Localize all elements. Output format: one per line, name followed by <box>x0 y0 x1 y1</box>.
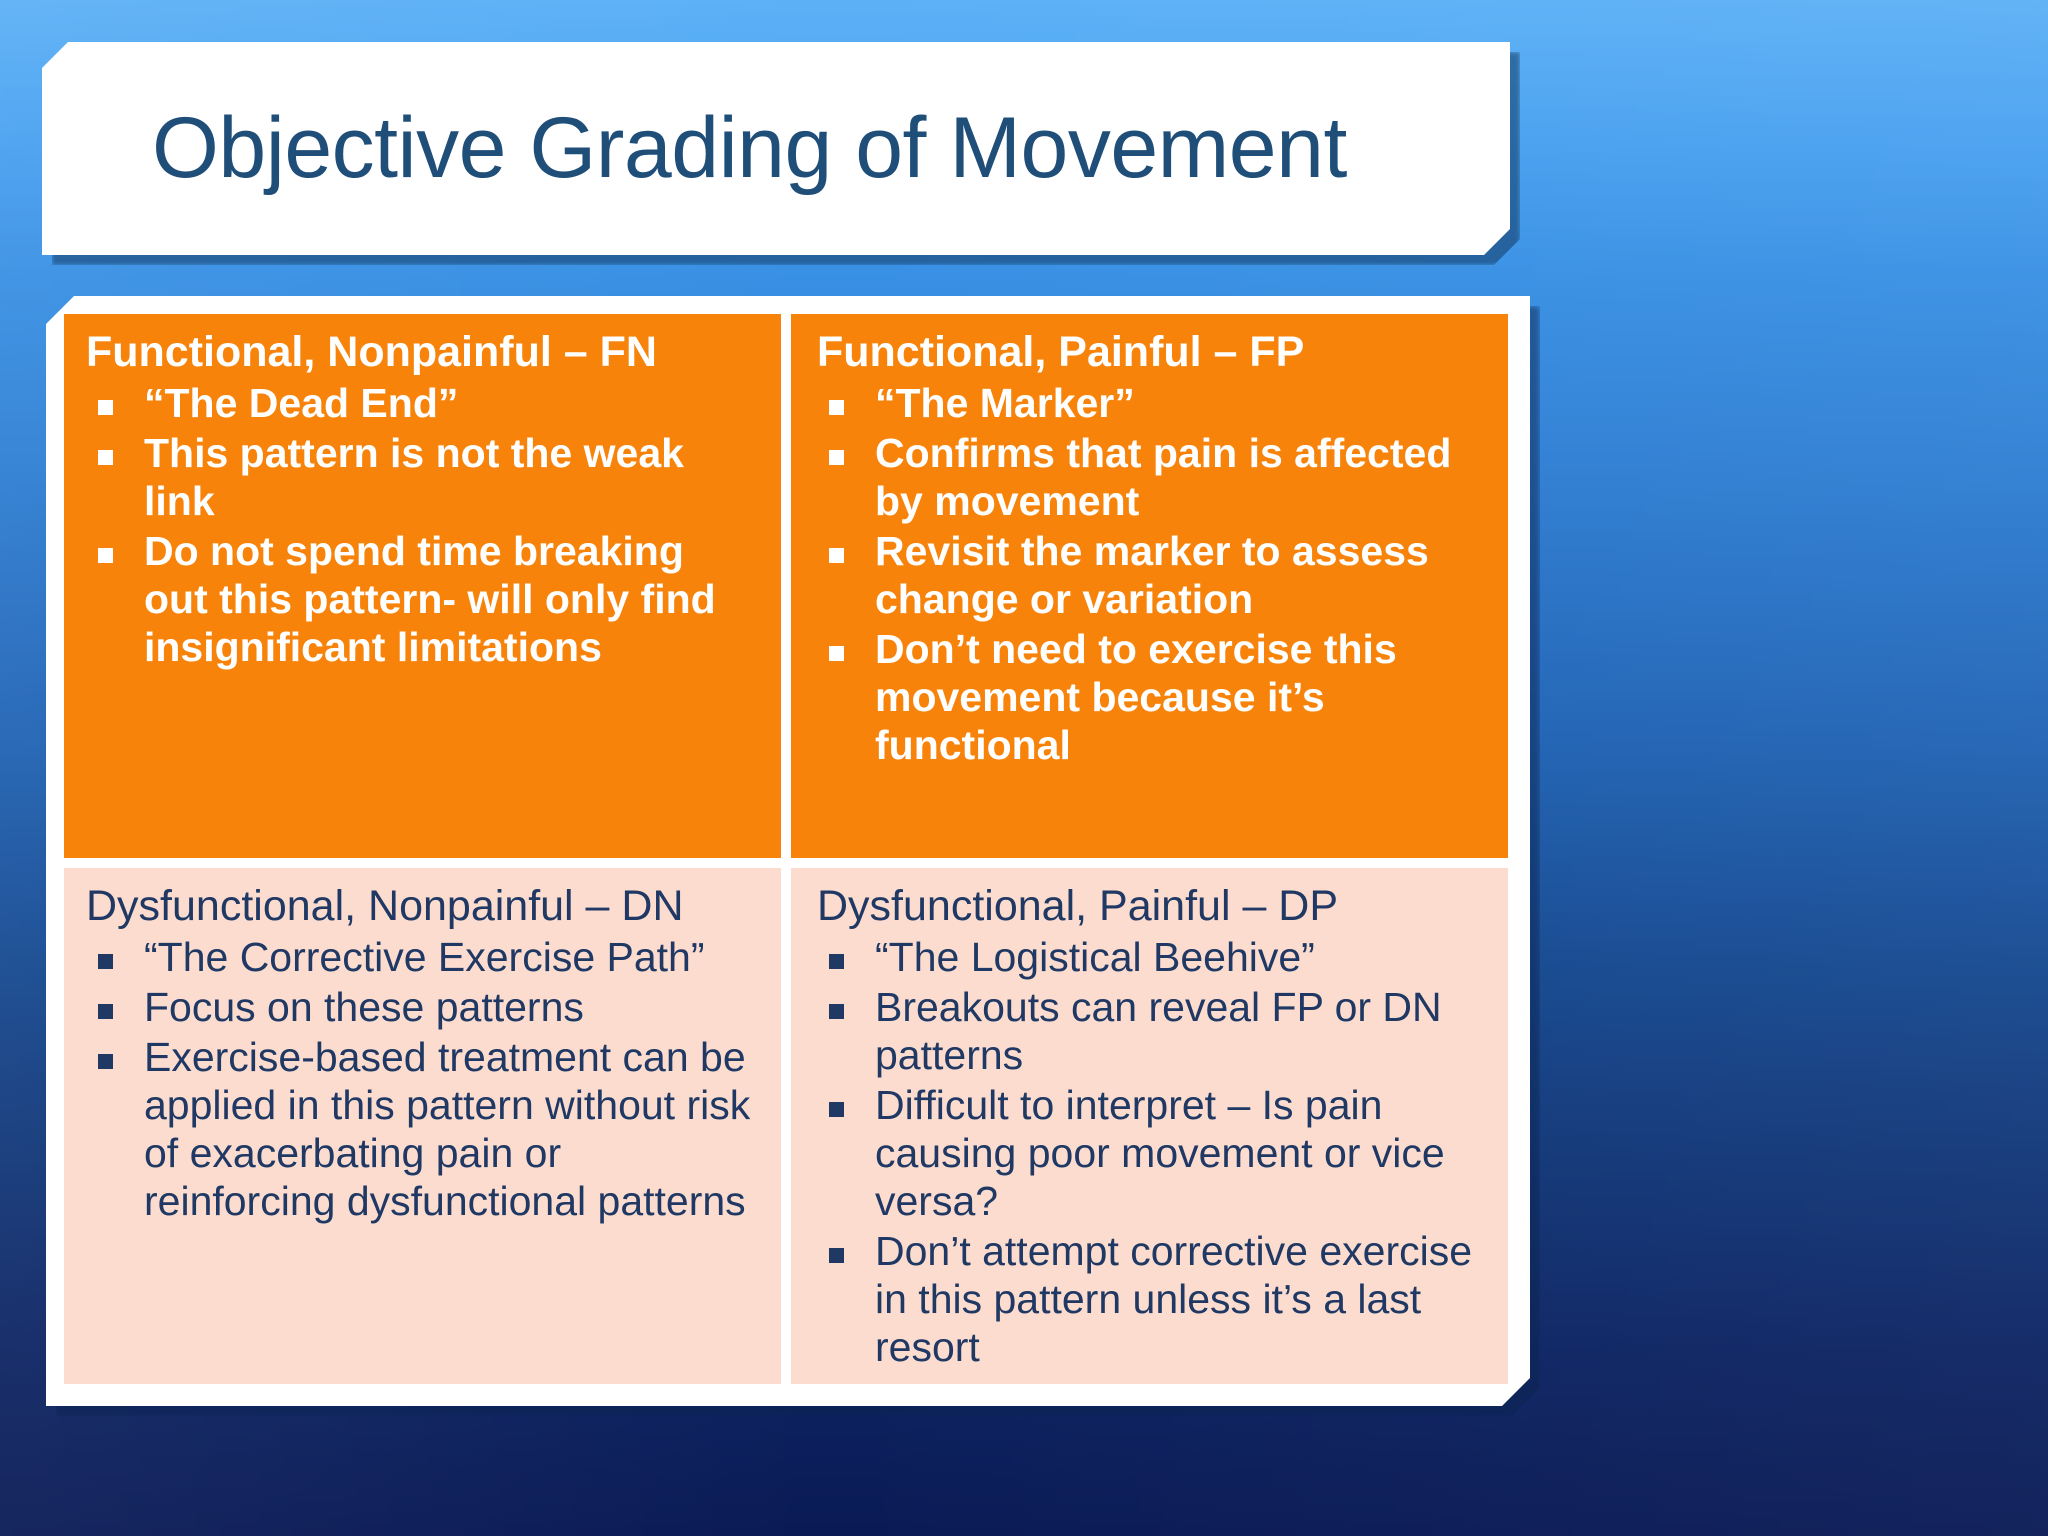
column-divider <box>781 314 791 858</box>
quadrant-heading-fn: Functional, Nonpainful – FN <box>86 328 657 376</box>
quadrant-heading-dp: Dysfunctional, Painful – DP <box>817 882 1339 931</box>
page-title: Objective Grading of Movement <box>152 100 1347 197</box>
table-row: Dysfunctional, Nonpainful – DN “The Corr… <box>64 868 1508 1384</box>
list-item: Don’t need to exercise this movement bec… <box>817 626 1492 770</box>
list-item: “The Dead End” <box>86 380 759 428</box>
quadrant-heading-fp: Functional, Painful – FP <box>817 328 1305 376</box>
quadrant-bullets-fn: “The Dead End” This pattern is not the w… <box>86 380 759 672</box>
list-item: “The Marker” <box>817 380 1492 428</box>
list-item: Revisit the marker to assess change or v… <box>817 528 1492 624</box>
list-item: Breakouts can reveal FP or DN patterns <box>817 984 1492 1080</box>
list-item: Do not spend time breaking out this patt… <box>86 528 759 672</box>
row-divider <box>64 858 1508 868</box>
list-item: Focus on these patterns <box>86 984 759 1032</box>
quadrant-cell-fp[interactable]: Functional, Painful – FP “The Marker” Co… <box>791 314 1508 858</box>
title-banner: Objective Grading of Movement <box>42 42 1510 255</box>
list-item: This pattern is not the weak link <box>86 430 759 526</box>
quadrant-cell-dn[interactable]: Dysfunctional, Nonpainful – DN “The Corr… <box>64 868 781 1384</box>
quadrant-bullets-fp: “The Marker” Confirms that pain is affec… <box>817 380 1492 770</box>
column-divider <box>781 868 791 1384</box>
list-item: Don’t attempt corrective exercise in thi… <box>817 1228 1492 1372</box>
table-row: Functional, Nonpainful – FN “The Dead En… <box>64 314 1508 858</box>
list-item: Exercise-based treatment can be applied … <box>86 1034 759 1226</box>
quadrant-bullets-dp: “The Logistical Beehive” Breakouts can r… <box>817 934 1492 1372</box>
quadrant-cell-fn[interactable]: Functional, Nonpainful – FN “The Dead En… <box>64 314 781 858</box>
list-item: Confirms that pain is affected by moveme… <box>817 430 1492 526</box>
quadrant-heading-dn: Dysfunctional, Nonpainful – DN <box>86 882 684 931</box>
list-item: “The Corrective Exercise Path” <box>86 934 759 982</box>
quadrant-cell-dp[interactable]: Dysfunctional, Painful – DP “The Logisti… <box>791 868 1508 1384</box>
quadrant-bullets-dn: “The Corrective Exercise Path” Focus on … <box>86 934 759 1226</box>
quadrant-table: Functional, Nonpainful – FN “The Dead En… <box>46 296 1530 1406</box>
list-item: “The Logistical Beehive” <box>817 934 1492 982</box>
list-item: Difficult to interpret – Is pain causing… <box>817 1082 1492 1226</box>
